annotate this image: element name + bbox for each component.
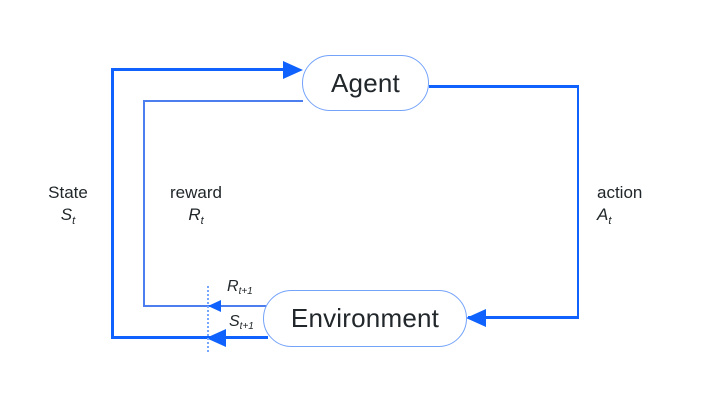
action-line-top bbox=[429, 85, 579, 88]
action-symbol: At bbox=[597, 205, 612, 227]
reward-line-bottom bbox=[143, 305, 266, 307]
next-reward-label: Rt+1 bbox=[227, 278, 253, 297]
reward-line-top bbox=[143, 100, 303, 102]
environment-node-label: Environment bbox=[290, 303, 440, 333]
state-word: State bbox=[48, 183, 88, 202]
reward-label: reward Rt bbox=[158, 182, 234, 227]
reward-word: reward bbox=[170, 183, 222, 202]
action-word: action bbox=[597, 183, 643, 202]
state-to-agent-arrowhead-icon bbox=[283, 61, 303, 79]
action-line-bottom bbox=[468, 316, 579, 319]
state-line-bottom bbox=[111, 336, 268, 339]
state-label: State St bbox=[30, 182, 106, 227]
state-symbol: St bbox=[60, 205, 76, 227]
next-state-label: St+1 bbox=[229, 313, 254, 332]
action-label: action At bbox=[597, 182, 643, 227]
next-state-arrowhead-icon bbox=[206, 328, 226, 347]
state-line-top bbox=[111, 68, 283, 71]
agent-node: Agent bbox=[302, 55, 429, 111]
environment-node: Environment bbox=[263, 290, 467, 347]
agent-node-label: Agent bbox=[331, 67, 400, 98]
action-to-environment-arrowhead-icon bbox=[466, 308, 486, 327]
state-line-vertical bbox=[111, 68, 114, 339]
action-line-vertical bbox=[576, 85, 579, 318]
reward-line-vertical bbox=[143, 100, 145, 306]
next-reward-arrowhead-icon bbox=[208, 300, 221, 312]
time-boundary-dotted-line bbox=[207, 286, 209, 352]
reward-symbol: Rt bbox=[188, 205, 204, 227]
